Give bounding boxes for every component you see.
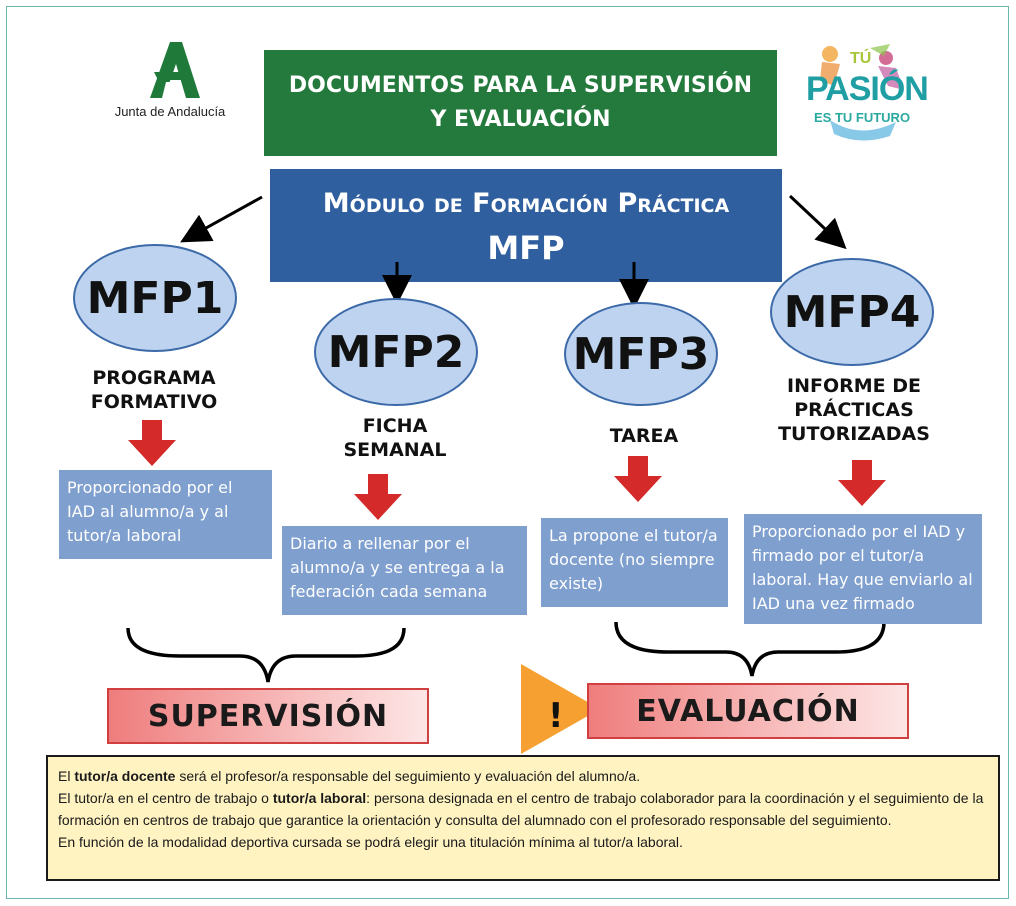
warning-triangle-icon — [521, 664, 600, 754]
red-arrow-mfp4 — [838, 460, 886, 506]
mfp3-oval: MFP3 — [564, 302, 718, 406]
arrow-to-mfp4 — [788, 194, 847, 250]
brace-supervision — [126, 627, 406, 683]
junta-de-andalucia-logo: Junta de Andalucía — [100, 42, 240, 132]
module-abbr: MFP — [487, 228, 565, 267]
mfp3-label: TAREA — [609, 425, 679, 447]
module-title: Módulo de Formación Práctica — [322, 187, 730, 219]
mfp4-description: Proporcionado por el IAD y firmado por e… — [744, 514, 982, 624]
red-arrow-mfp2 — [354, 474, 402, 520]
mfp2-oval: MFP2 — [314, 298, 478, 406]
module-box: Módulo de Formación Práctica MFP — [270, 169, 782, 282]
junta-logo-icon — [150, 42, 200, 98]
athletes-icon — [820, 44, 904, 141]
mfp1-label-line-1: PROGRAMA — [92, 367, 216, 389]
tu-pasion-logo: TÚ PASIÓN ES TU FUTURO — [800, 40, 940, 150]
note-line-2: El tutor/a en el centro de trabajo o tut… — [58, 790, 984, 828]
mfp1-label: PROGRAMA FORMATIVO — [64, 366, 244, 414]
page-title: DOCUMENTOS PARA LA SUPERVISIÓN Y EVALUAC… — [264, 50, 777, 156]
mfp4-label-line-1: INFORME DE — [787, 375, 921, 397]
mfp2-label-line-2: SEMANAL — [343, 439, 447, 461]
mfp2-description: Diario a rellenar por el alumno/a y se e… — [282, 526, 527, 615]
supervision-box: SUPERVISIÓN — [107, 688, 429, 744]
mfp4-oval: MFP4 — [770, 258, 934, 366]
mfp2-label-line-1: FICHA — [362, 415, 428, 437]
logo-word-futuro: ES TU FUTURO — [814, 110, 911, 125]
red-arrow-mfp3 — [614, 456, 662, 502]
warning-mark: ! — [548, 696, 564, 736]
evaluation-box: EVALUACIÓN — [587, 683, 909, 739]
junta-logo-text: Junta de Andalucía — [114, 104, 226, 119]
note-term-tutor-docente: tutor/a docente — [74, 768, 176, 784]
note-term-tutor-laboral: tutor/a laboral — [272, 790, 367, 806]
mfp1-oval: MFP1 — [73, 244, 237, 352]
title-line-2: Y EVALUACIÓN — [430, 107, 611, 132]
note-line-3: En función de la modalidad deportiva cur… — [58, 834, 683, 850]
red-arrow-mfp1 — [128, 420, 176, 466]
page-frame — [6, 6, 1009, 899]
mfp4-label-line-2: PRÁCTICAS — [794, 399, 914, 421]
logo-word-tu: TÚ — [850, 50, 872, 67]
note-line-1: El tutor/a docente será el profesor/a re… — [58, 768, 641, 784]
mfp4-label: INFORME DE PRÁCTICAS TUTORIZADAS — [764, 374, 944, 446]
note-box: El tutor/a docente será el profesor/a re… — [46, 755, 1000, 881]
mfp1-description: Proporcionado por el IAD al alumno/a y a… — [59, 470, 272, 559]
mfp1-label-line-2: FORMATIVO — [90, 391, 218, 413]
title-line-1: DOCUMENTOS PARA LA SUPERVISIÓN — [288, 73, 753, 98]
mfp3-description: La propone el tutor/a docente (no siempr… — [541, 518, 728, 607]
mfp2-label: FICHA SEMANAL — [305, 414, 485, 462]
logo-word-pasion: PASIÓN — [806, 70, 929, 108]
brace-evaluation — [614, 621, 886, 677]
mfp4-label-line-3: TUTORIZADAS — [778, 423, 930, 445]
arrow-to-mfp1 — [180, 195, 263, 243]
